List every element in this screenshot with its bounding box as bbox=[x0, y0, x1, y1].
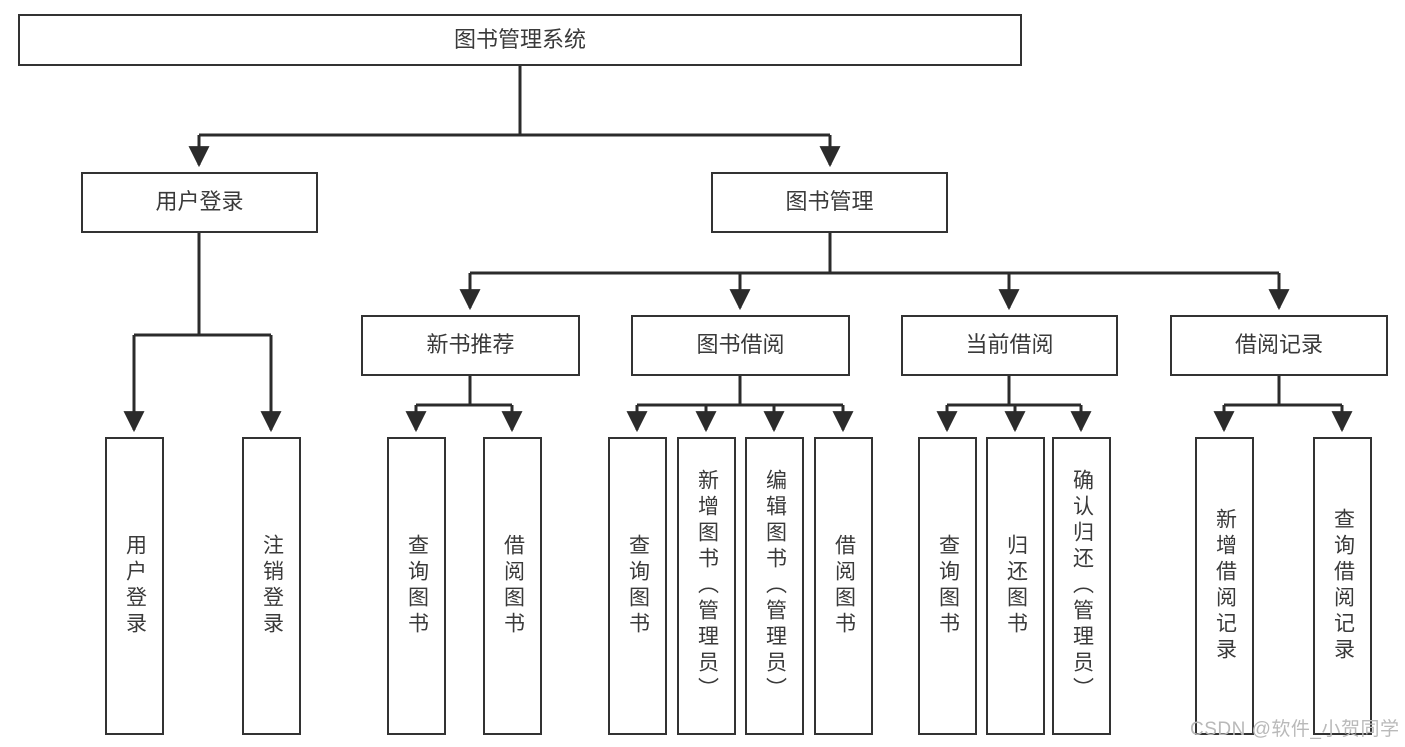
node-book-management[interactable]: 图书管理 bbox=[711, 172, 948, 233]
node-new-book-recommend[interactable]: 新书推荐 bbox=[361, 315, 580, 376]
csdn-watermark: CSDN @软件_小贺同学 bbox=[1190, 714, 1399, 741]
node-user-login-label: 用户登录 bbox=[155, 189, 244, 215]
leaf-edit-book-admin-label: 编辑图书（管理员） bbox=[763, 469, 787, 703]
leaf-add-borrow-record-label: 新增借阅记录 bbox=[1213, 508, 1237, 664]
leaf-add-book-admin[interactable]: 新增图书（管理员） bbox=[677, 437, 736, 735]
leaf-query-book-current-label: 查询图书 bbox=[936, 534, 960, 638]
leaf-edit-book-admin[interactable]: 编辑图书（管理员） bbox=[745, 437, 804, 735]
leaf-query-borrow-record-label: 查询借阅记录 bbox=[1331, 508, 1355, 664]
leaf-confirm-return-admin[interactable]: 确认归还（管理员） bbox=[1052, 437, 1111, 735]
leaf-borrow-book-newbook[interactable]: 借阅图书 bbox=[483, 437, 542, 735]
leaf-add-book-admin-label: 新增图书（管理员） bbox=[695, 469, 719, 703]
leaf-confirm-return-admin-label: 确认归还（管理员） bbox=[1070, 469, 1094, 703]
node-book-borrow-label: 图书借阅 bbox=[696, 332, 785, 358]
leaf-query-book-newbook[interactable]: 查询图书 bbox=[387, 437, 446, 735]
leaf-borrow-book-newbook-label: 借阅图书 bbox=[501, 534, 525, 638]
leaf-query-borrow-record[interactable]: 查询借阅记录 bbox=[1313, 437, 1372, 735]
node-book-borrow[interactable]: 图书借阅 bbox=[631, 315, 850, 376]
leaf-query-book-newbook-label: 查询图书 bbox=[405, 534, 429, 638]
node-root-label: 图书管理系统 bbox=[453, 26, 586, 52]
node-user-login[interactable]: 用户登录 bbox=[81, 172, 318, 233]
leaf-borrow-book-label: 借阅图书 bbox=[832, 534, 856, 638]
node-borrow-records-label: 借阅记录 bbox=[1234, 332, 1323, 358]
leaf-return-book[interactable]: 归还图书 bbox=[986, 437, 1045, 735]
node-current-borrow[interactable]: 当前借阅 bbox=[901, 315, 1118, 376]
node-root[interactable]: 图书管理系统 bbox=[18, 14, 1022, 66]
leaf-query-book-borrow-label: 查询图书 bbox=[626, 534, 650, 638]
node-current-borrow-label: 当前借阅 bbox=[965, 332, 1054, 358]
node-book-management-label: 图书管理 bbox=[785, 189, 874, 215]
leaf-query-book-current[interactable]: 查询图书 bbox=[918, 437, 977, 735]
node-borrow-records[interactable]: 借阅记录 bbox=[1170, 315, 1388, 376]
leaf-logout-label: 注销登录 bbox=[260, 534, 284, 638]
csdn-watermark-text: CSDN @软件_小贺同学 bbox=[1190, 719, 1400, 740]
leaf-borrow-book[interactable]: 借阅图书 bbox=[814, 437, 873, 735]
leaf-logout[interactable]: 注销登录 bbox=[242, 437, 301, 735]
leaf-add-borrow-record[interactable]: 新增借阅记录 bbox=[1195, 437, 1254, 735]
leaf-user-login-label: 用户登录 bbox=[123, 534, 147, 638]
leaf-user-login[interactable]: 用户登录 bbox=[105, 437, 164, 735]
leaf-return-book-label: 归还图书 bbox=[1004, 534, 1028, 638]
leaf-query-book-borrow[interactable]: 查询图书 bbox=[608, 437, 667, 735]
node-new-book-recommend-label: 新书推荐 bbox=[426, 332, 515, 358]
